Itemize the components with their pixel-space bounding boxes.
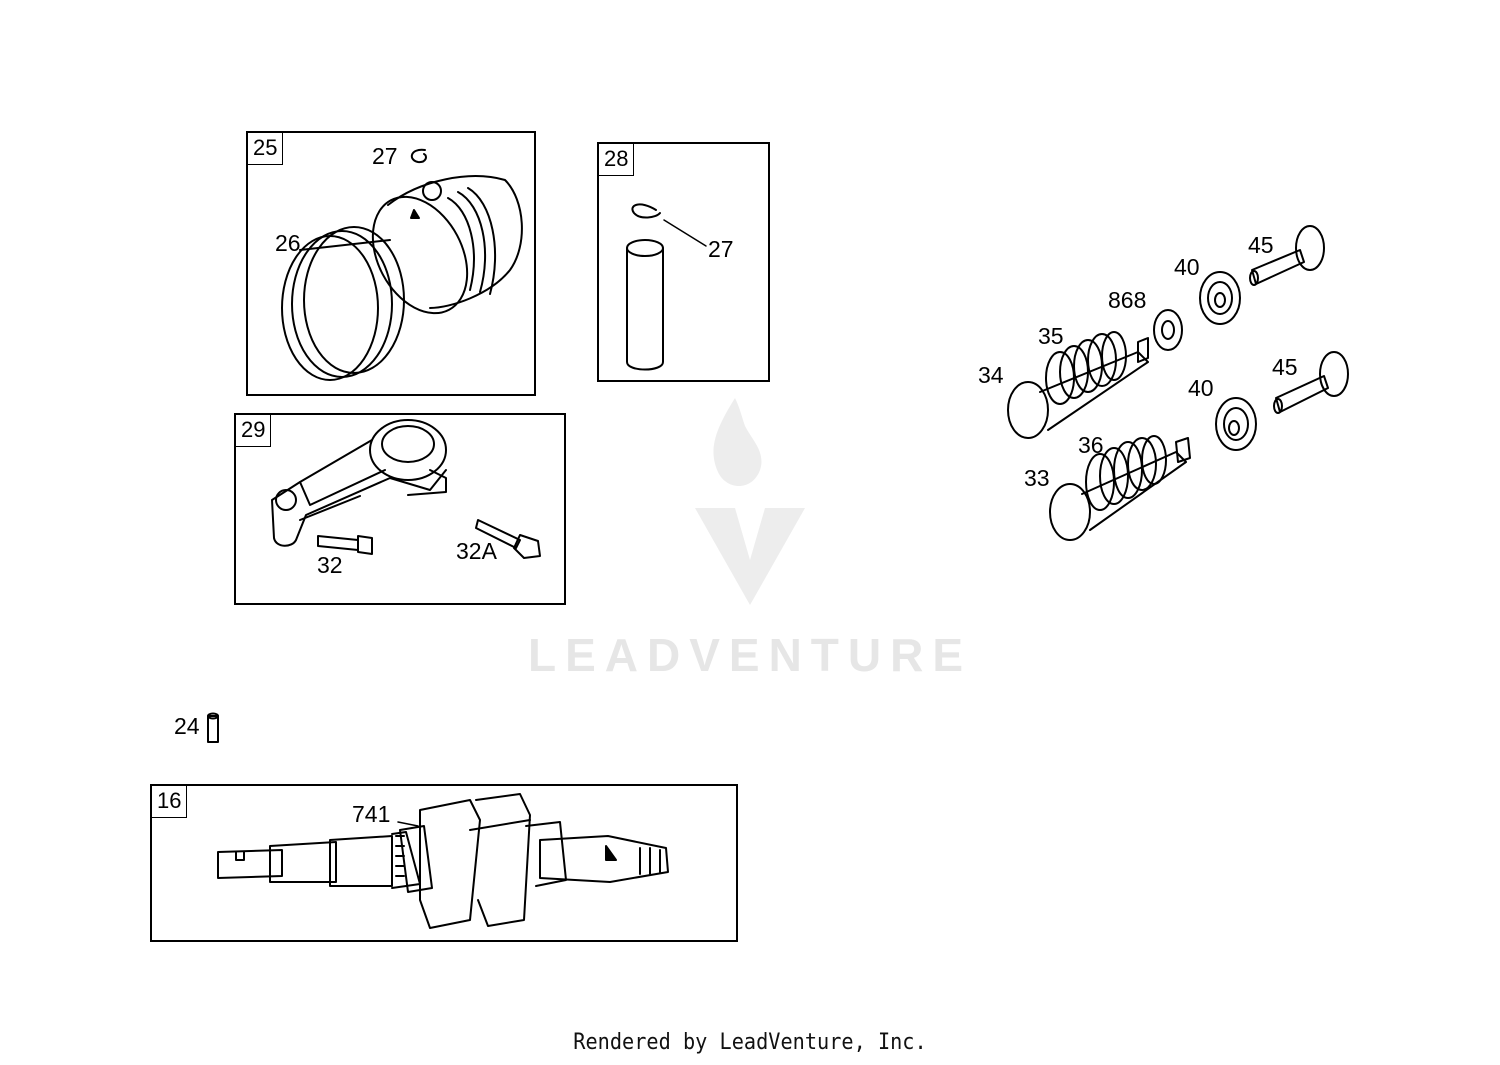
watermark-text: LEADVENTURE [527,629,973,681]
callout-741[interactable]: 741 [352,801,391,827]
callout-35[interactable]: 35 [1038,323,1064,349]
box-label-25: 25 [248,133,284,165]
valve-seal-868[interactable] [1153,309,1183,351]
callout-26[interactable]: 26 [275,230,301,256]
piston-pin-clip-25[interactable] [410,148,427,164]
watermark-logo [695,398,805,605]
valve-retainer-40b[interactable] [1215,397,1257,451]
box-piston-pin-kit [597,142,770,382]
rod-bolt-32[interactable] [317,535,373,555]
piston[interactable] [354,175,523,329]
box-label-16: 16 [152,786,188,818]
valve-spring-35[interactable] [1045,331,1127,405]
crankshaft[interactable] [217,793,669,929]
callout-34[interactable]: 34 [978,362,1004,388]
callout-24[interactable]: 24 [174,713,200,739]
callout-33[interactable]: 33 [1024,465,1050,491]
rod-bolt-32a[interactable] [475,519,541,559]
valve-retainer-40a[interactable] [1199,271,1241,325]
box-connecting-rod [234,413,566,605]
box-label-28: 28 [599,144,635,176]
callout-868[interactable]: 868 [1108,287,1147,313]
callout-27-pin[interactable]: 27 [708,236,734,262]
callout-40-top[interactable]: 40 [1174,254,1200,280]
callout-45-bottom[interactable]: 45 [1272,354,1298,380]
valve-33[interactable] [1049,437,1191,541]
connecting-rod[interactable] [271,419,447,547]
tappet-45a[interactable] [1249,225,1325,286]
callout-45-top[interactable]: 45 [1248,232,1274,258]
footer-credit: Rendered by LeadVenture, Inc. [573,1030,927,1055]
callout-36[interactable]: 36 [1078,432,1104,458]
callout-32[interactable]: 32 [317,552,343,578]
valve-34[interactable] [1007,337,1149,439]
piston-pin-clip-28[interactable] [631,203,707,247]
piston-pin[interactable] [626,239,664,371]
callout-27-piston[interactable]: 27 [372,143,398,169]
valve-spring-36[interactable] [1085,435,1167,511]
crankshaft-gear[interactable] [395,821,433,893]
box-label-29: 29 [236,415,272,447]
callout-40-bottom[interactable]: 40 [1188,375,1214,401]
tappet-45b[interactable] [1273,351,1349,414]
box-crankshaft [150,784,738,942]
dowel-pin[interactable] [207,712,219,743]
callout-32a[interactable]: 32A [456,538,497,564]
box-piston-assembly [246,131,536,396]
